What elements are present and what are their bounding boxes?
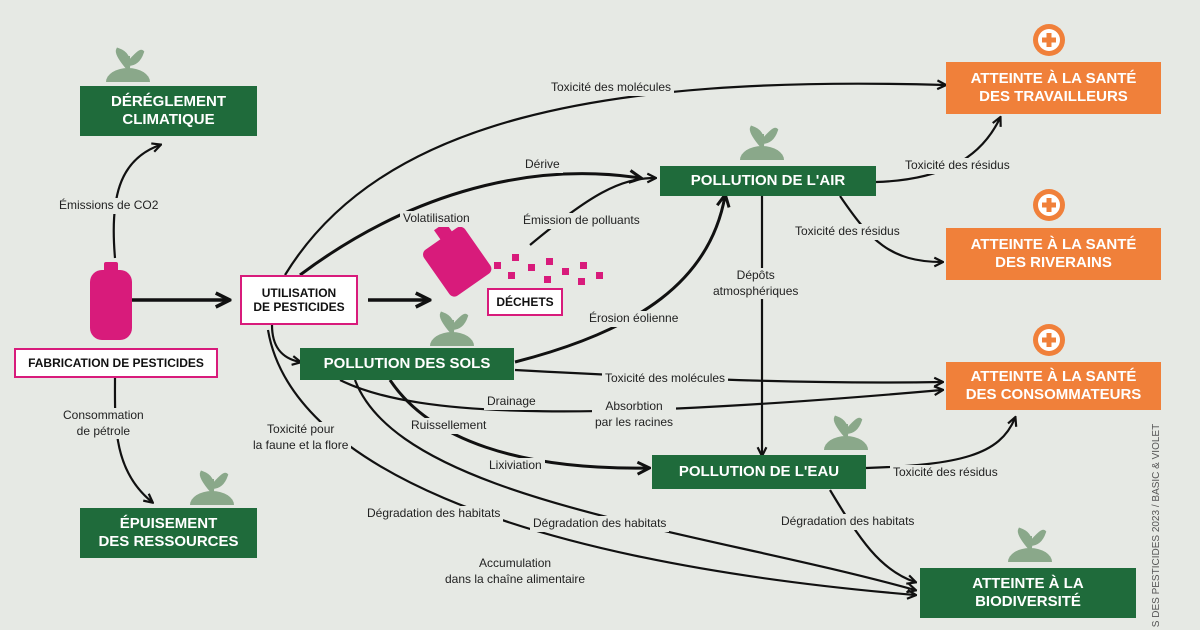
node-dereglement-climatique: DÉRÉGLEMENT CLIMATIQUE xyxy=(80,86,257,136)
arrow-eau-biodiversite xyxy=(829,489,915,582)
label-toxicite-molecules-mid: Toxicité des molécules xyxy=(602,371,729,387)
arrow-utilisation-sols xyxy=(270,324,300,362)
label-lixiviation: Lixiviation xyxy=(486,458,545,474)
node-epuisement-ressources: ÉPUISEMENT DES RESSOURCES xyxy=(80,508,257,558)
node-pollution-air: POLLUTION DE L'AIR xyxy=(660,166,876,196)
plant-icon xyxy=(740,125,784,160)
node-sante-travailleurs: ATTEINTE À LA SANTÉ DES TRAVAILLEURS xyxy=(946,62,1161,114)
label-ruissellement: Ruissellement xyxy=(408,418,490,434)
arrow-sols-consommateurs xyxy=(514,368,942,383)
label-degradation-habitats-2: Dégradation des habitats xyxy=(530,516,670,532)
node-utilisation-pesticides: UTILISATION DE PESTICIDES xyxy=(240,275,358,325)
node-fabrication-pesticides: FABRICATION DE PESTICIDES xyxy=(14,348,218,378)
label-toxicite-residus-travailleurs: Toxicité des résidus xyxy=(902,158,1013,174)
health-cross-icon xyxy=(1033,324,1065,356)
jerrycan-icon xyxy=(90,262,132,340)
label-volatilisation: Volatilisation xyxy=(400,211,473,227)
label-degradation-habitats-3: Dégradation des habitats xyxy=(778,514,918,530)
label-toxicite-residus-riverains: Toxicité des résidus xyxy=(792,224,903,240)
label-derive: Dérive xyxy=(522,157,563,173)
node-sante-riverains: ATTEINTE À LA SANTÉ DES RIVERAINS xyxy=(946,228,1161,280)
arrow-emissions-co2 xyxy=(112,145,160,259)
health-cross-icon xyxy=(1033,189,1065,221)
arrow-derive xyxy=(299,174,640,277)
node-sante-consommateurs: ATTEINTE À LA SANTÉ DES CONSOMMATEURS xyxy=(946,362,1161,410)
arrow-consommation-petrole xyxy=(113,377,152,502)
label-toxicite-faune-flore: Toxicité pour la faune et la flore xyxy=(250,422,352,454)
connector-arrows xyxy=(112,84,1015,595)
plant-icon xyxy=(190,470,234,505)
label-emissions-co2: Émissions de CO2 xyxy=(56,198,162,214)
arrow-toxicite-molecules-top xyxy=(284,84,945,276)
node-pollution-sols: POLLUTION DES SOLS xyxy=(300,348,514,380)
arrow-eau-consommateurs xyxy=(865,418,1015,470)
arrow-degradation-sols xyxy=(353,379,915,590)
credit-text: S DES PESTICIDES 2023 / BASIC & VIOLET xyxy=(1150,423,1162,628)
arrow-lixiviation xyxy=(388,379,648,468)
plant-icon xyxy=(106,47,150,82)
arrow-emission-polluants xyxy=(529,178,655,246)
spray-can-icon xyxy=(423,222,603,297)
arrow-absorption xyxy=(339,379,942,413)
node-dechets: DÉCHETS xyxy=(487,288,563,316)
label-emission-polluants: Émission de polluants xyxy=(520,213,643,229)
plant-icon xyxy=(430,311,474,346)
node-pollution-eau: POLLUTION DE L'EAU xyxy=(652,455,866,489)
arrow-erosion-eolienne xyxy=(514,196,725,364)
label-degradation-habitats-1: Dégradation des habitats xyxy=(364,506,504,522)
label-erosion-eolienne: Érosion éolienne xyxy=(586,311,682,327)
label-toxicite-residus-consommateurs: Toxicité des résidus xyxy=(890,465,1001,481)
label-absorption: Absorbtion par les racines xyxy=(592,399,677,431)
label-consommation-petrole: Consommation de pétrole xyxy=(60,408,147,440)
arrow-faune-flore xyxy=(266,329,915,595)
node-biodiversite: ATTEINTE À LA BIODIVERSITÉ xyxy=(920,568,1136,618)
plant-icon xyxy=(1008,527,1052,562)
label-drainage: Drainage xyxy=(484,394,539,410)
label-depots-atmospheriques: Dépôts atmosphériques xyxy=(710,268,802,300)
arrow-air-riverains xyxy=(839,195,942,262)
plant-icon xyxy=(824,415,868,450)
health-cross-icon xyxy=(1033,24,1065,56)
label-accumulation: Accumulation dans la chaîne alimentaire xyxy=(442,556,589,588)
label-toxicite-molecules-top: Toxicité des molécules xyxy=(548,80,675,96)
